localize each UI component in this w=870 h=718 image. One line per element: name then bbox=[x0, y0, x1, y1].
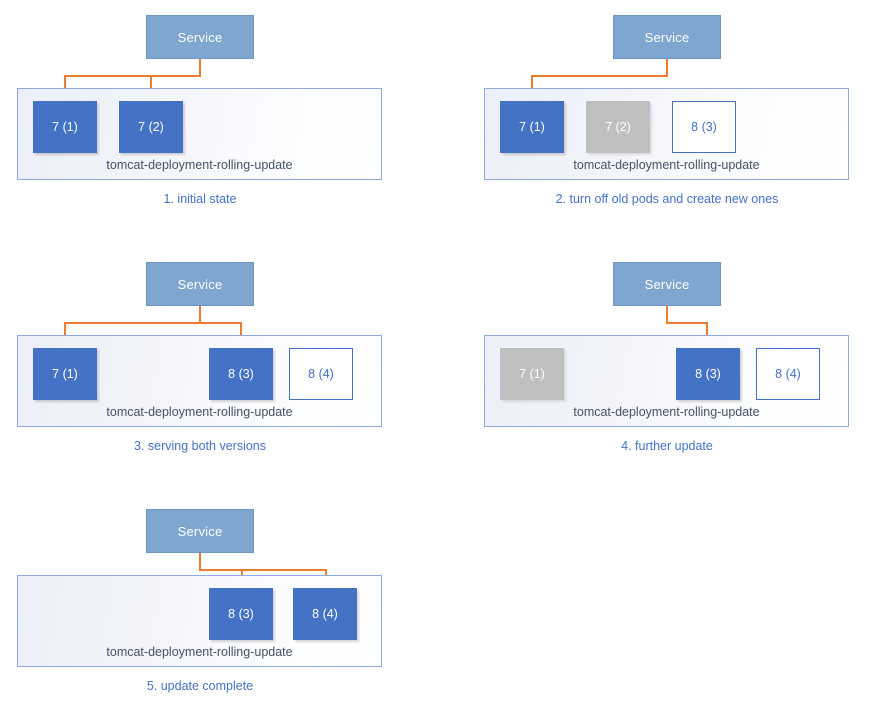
pod-8-3[interactable]: 8 (3) bbox=[672, 101, 736, 153]
pod-8-3[interactable]: 8 (3) bbox=[209, 588, 273, 640]
pod-label: 7 (1) bbox=[519, 367, 545, 381]
pod-7-2[interactable]: 7 (2) bbox=[586, 101, 650, 153]
pod-7-2[interactable]: 7 (2) bbox=[119, 101, 183, 153]
connector-drop-2 bbox=[150, 75, 152, 89]
deployment-name-label: tomcat-deployment-rolling-update bbox=[106, 405, 293, 419]
deployment-name-label: tomcat-deployment-rolling-update bbox=[573, 405, 760, 419]
pod-label: 7 (2) bbox=[605, 120, 631, 134]
deployment-name-label: tomcat-deployment-rolling-update bbox=[573, 158, 760, 172]
panel-serving-both-versions: Service tomcat-deployment-rolling-update… bbox=[0, 240, 435, 460]
pod-label: 8 (4) bbox=[308, 367, 334, 381]
service-label: Service bbox=[644, 29, 690, 45]
deployment-name-label: tomcat-deployment-rolling-update bbox=[106, 645, 293, 659]
panel-update-complete: Service tomcat-deployment-rolling-update… bbox=[0, 480, 435, 710]
deployment-box[interactable]: tomcat-deployment-rolling-update bbox=[484, 88, 849, 180]
service-box[interactable]: Service bbox=[146, 262, 254, 306]
pod-label: 8 (3) bbox=[228, 607, 254, 621]
service-label: Service bbox=[177, 29, 223, 45]
connector-drop-1 bbox=[64, 322, 66, 336]
pod-label: 8 (3) bbox=[228, 367, 254, 381]
connector-stem bbox=[666, 59, 668, 76]
pod-8-4[interactable]: 8 (4) bbox=[289, 348, 353, 400]
service-box[interactable]: Service bbox=[613, 262, 721, 306]
connector-stem bbox=[199, 59, 201, 76]
pod-7-1[interactable]: 7 (1) bbox=[33, 348, 97, 400]
service-box[interactable]: Service bbox=[146, 509, 254, 553]
panel-caption: 5. update complete bbox=[146, 679, 254, 693]
panel-caption: 3. serving both versions bbox=[133, 439, 266, 453]
connector-bus bbox=[64, 322, 242, 324]
pod-label: 7 (1) bbox=[52, 367, 78, 381]
panel-caption: 4. further update bbox=[621, 439, 713, 453]
service-label: Service bbox=[177, 523, 223, 539]
pod-label: 8 (4) bbox=[312, 607, 338, 621]
pod-label: 8 (3) bbox=[691, 120, 717, 134]
connector-drop-1 bbox=[531, 75, 533, 89]
pod-label: 7 (1) bbox=[519, 120, 545, 134]
connector-stem bbox=[666, 306, 668, 323]
pod-label: 8 (3) bbox=[695, 367, 721, 381]
pod-7-1[interactable]: 7 (1) bbox=[500, 101, 564, 153]
connector-bus bbox=[666, 322, 708, 324]
connector-drop-2 bbox=[240, 322, 242, 336]
connector-bus bbox=[199, 569, 327, 571]
panel-caption: 2. turn off old pods and create new ones bbox=[555, 192, 779, 206]
connector-bus bbox=[64, 75, 201, 77]
connector-drop-1 bbox=[64, 75, 66, 89]
pod-7-1[interactable]: 7 (1) bbox=[33, 101, 97, 153]
service-box[interactable]: Service bbox=[146, 15, 254, 59]
pod-8-4[interactable]: 8 (4) bbox=[756, 348, 820, 400]
service-label: Service bbox=[644, 276, 690, 292]
pod-label: 7 (2) bbox=[138, 120, 164, 134]
pod-label: 7 (1) bbox=[52, 120, 78, 134]
deployment-name-label: tomcat-deployment-rolling-update bbox=[106, 158, 293, 172]
pod-8-3[interactable]: 8 (3) bbox=[676, 348, 740, 400]
panel-turn-off-old-pods: Service tomcat-deployment-rolling-update… bbox=[435, 0, 870, 220]
panel-caption: 1. initial state bbox=[163, 192, 237, 206]
connector-bus bbox=[531, 75, 668, 77]
connector-drop-1 bbox=[706, 322, 708, 336]
connector-stem bbox=[199, 553, 201, 570]
pod-8-3[interactable]: 8 (3) bbox=[209, 348, 273, 400]
pod-7-1[interactable]: 7 (1) bbox=[500, 348, 564, 400]
panel-initial-state: Service tomcat-deployment-rolling-update… bbox=[0, 0, 435, 220]
service-label: Service bbox=[177, 276, 223, 292]
pod-label: 8 (4) bbox=[775, 367, 801, 381]
pod-8-4[interactable]: 8 (4) bbox=[293, 588, 357, 640]
panel-further-update: Service tomcat-deployment-rolling-update… bbox=[435, 240, 870, 460]
service-box[interactable]: Service bbox=[613, 15, 721, 59]
connector-stem bbox=[199, 306, 201, 323]
